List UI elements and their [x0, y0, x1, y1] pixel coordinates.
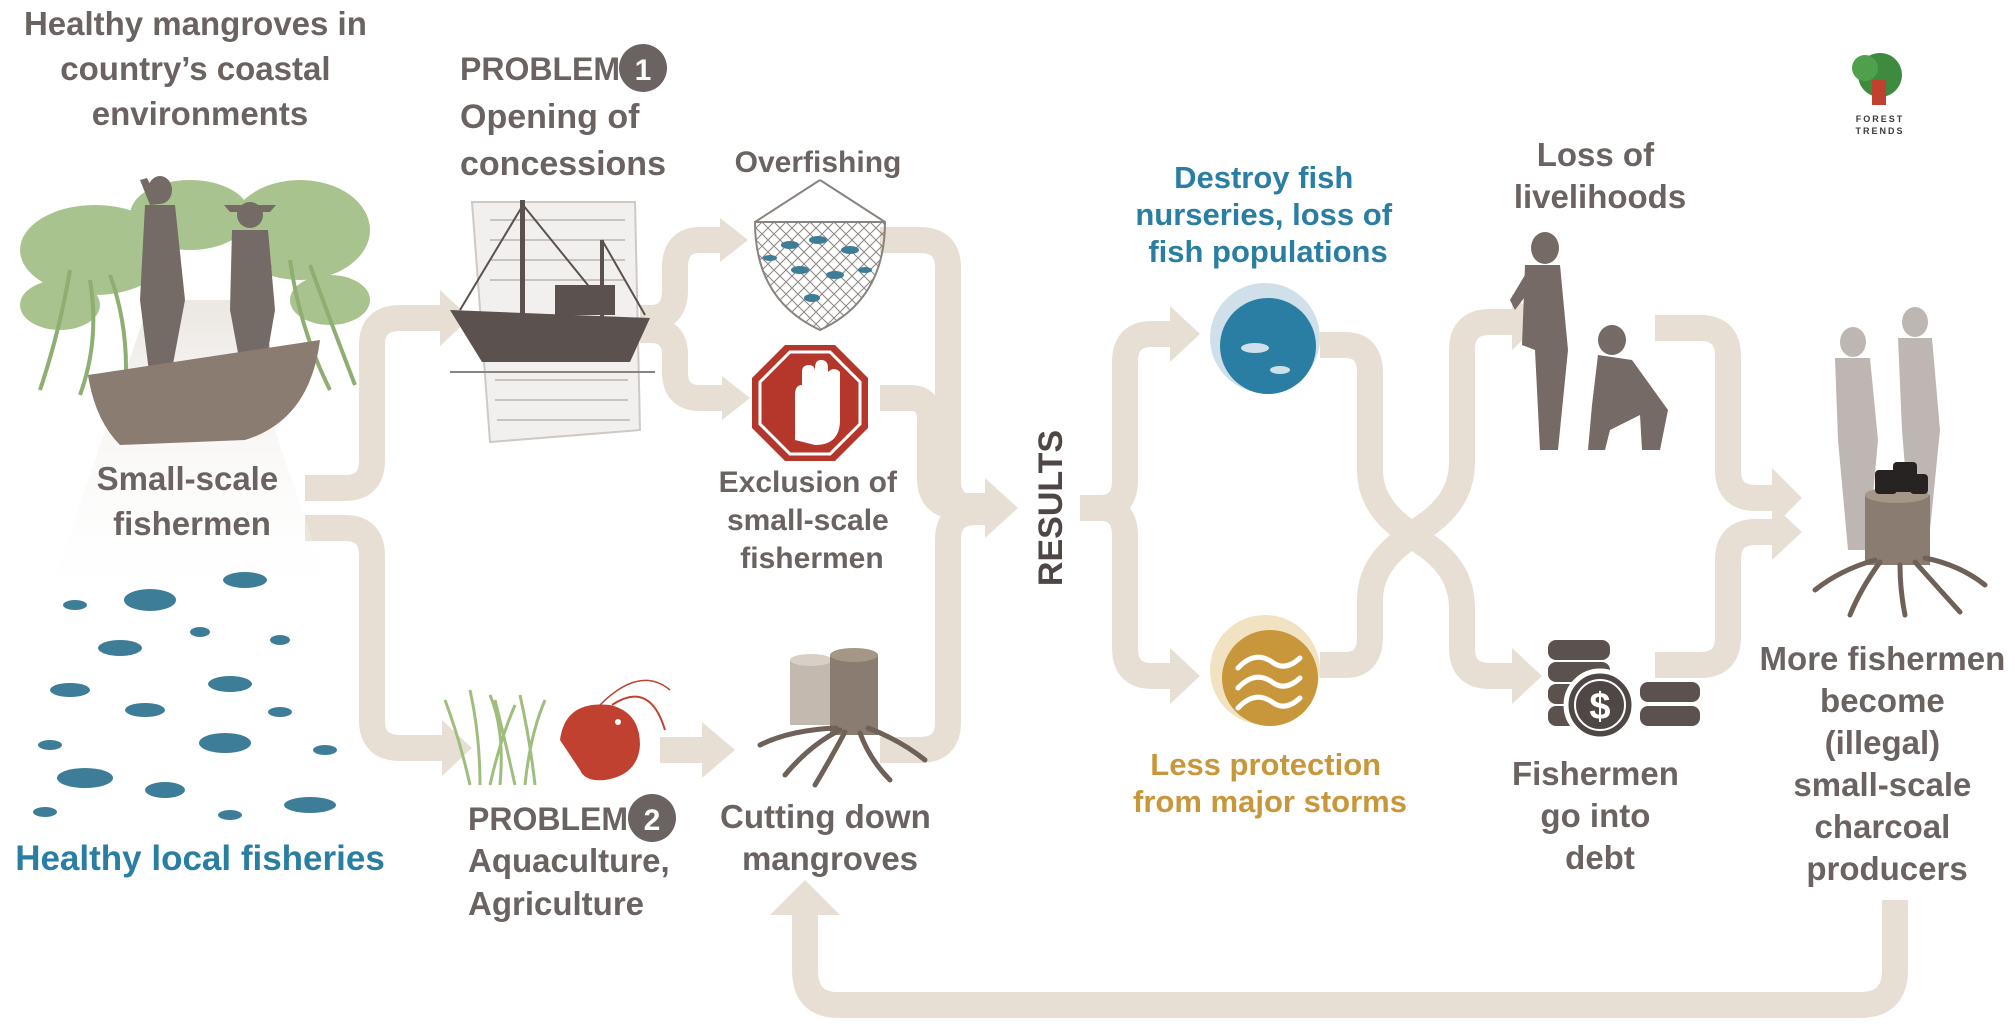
charcoal-label: More fishermen become (illegal) small-sc… [1760, 640, 2015, 887]
debt-label: Fishermen go into debt [1512, 755, 1688, 876]
arrow-nurseries-to-debt [1320, 345, 1512, 676]
arrow-cutting-to-results [880, 512, 985, 750]
charcoal-producers-icon [1815, 307, 1985, 615]
arrow-results-to-storms [1080, 508, 1170, 676]
problem1-number: 1 [635, 54, 652, 87]
arrow-results-to-nurseries [1080, 334, 1170, 508]
shrimp-icon [560, 680, 670, 780]
problem1-description: Opening of concessions [460, 98, 666, 183]
livelihoods-label: Loss of livelihoods [1514, 136, 1686, 215]
problem2-word: PROBLEM [468, 801, 628, 837]
arrow-livelihoods-to-charcoal [1655, 328, 1772, 498]
arrow-problem1-to-overfishing [640, 240, 720, 318]
storm-wave-icon [1210, 615, 1320, 726]
arrow-problem1-to-exclusion [640, 330, 722, 398]
mangroves-label: Healthy mangroves in country’s coastal e… [24, 5, 376, 132]
dollar-sign: $ [1589, 686, 1610, 728]
results-label: RESULTS [1032, 430, 1070, 586]
overfishing-label: Overfishing [735, 146, 902, 179]
cutting-label: Cutting down mangroves [720, 798, 940, 877]
problem1-word: PROBLEM [460, 51, 620, 87]
arrow-storms-to-livelihoods [1320, 322, 1512, 665]
problem2-heading: PROBLEM 2 [468, 794, 676, 842]
problem1-heading: PROBLEM 1 [460, 44, 667, 92]
logo-line2: TRENDS [1855, 126, 1904, 136]
problem2-description: Aquaculture, Agriculture [468, 842, 679, 922]
arrow-fishermen-to-problem2 [305, 528, 442, 748]
tree-stump-icon [760, 648, 925, 785]
nurseries-label: Destroy fish nurseries, loss of fish pop… [1135, 160, 1400, 269]
arrow-fishermen-to-problem1 [305, 318, 440, 488]
healthy-fisheries-label: Healthy local fisheries [15, 839, 385, 878]
arrow-debt-to-charcoal [1655, 532, 1772, 665]
fish-nursery-icon [1210, 283, 1320, 394]
arrow-charcoal-back-to-cutting [805, 900, 1895, 1005]
storms-label: Less protection from major storms [1133, 747, 1407, 819]
exclusion-label: Exclusion of small-scale fishermen [719, 466, 906, 575]
fishing-net-icon [755, 180, 885, 330]
distressed-men-icon [1510, 232, 1668, 450]
forest-trends-logo: FOREST TRENDS [1852, 53, 1905, 136]
logo-line1: FOREST [1856, 114, 1905, 124]
stop-hand-icon [752, 345, 868, 461]
problem2-number: 2 [644, 804, 661, 837]
